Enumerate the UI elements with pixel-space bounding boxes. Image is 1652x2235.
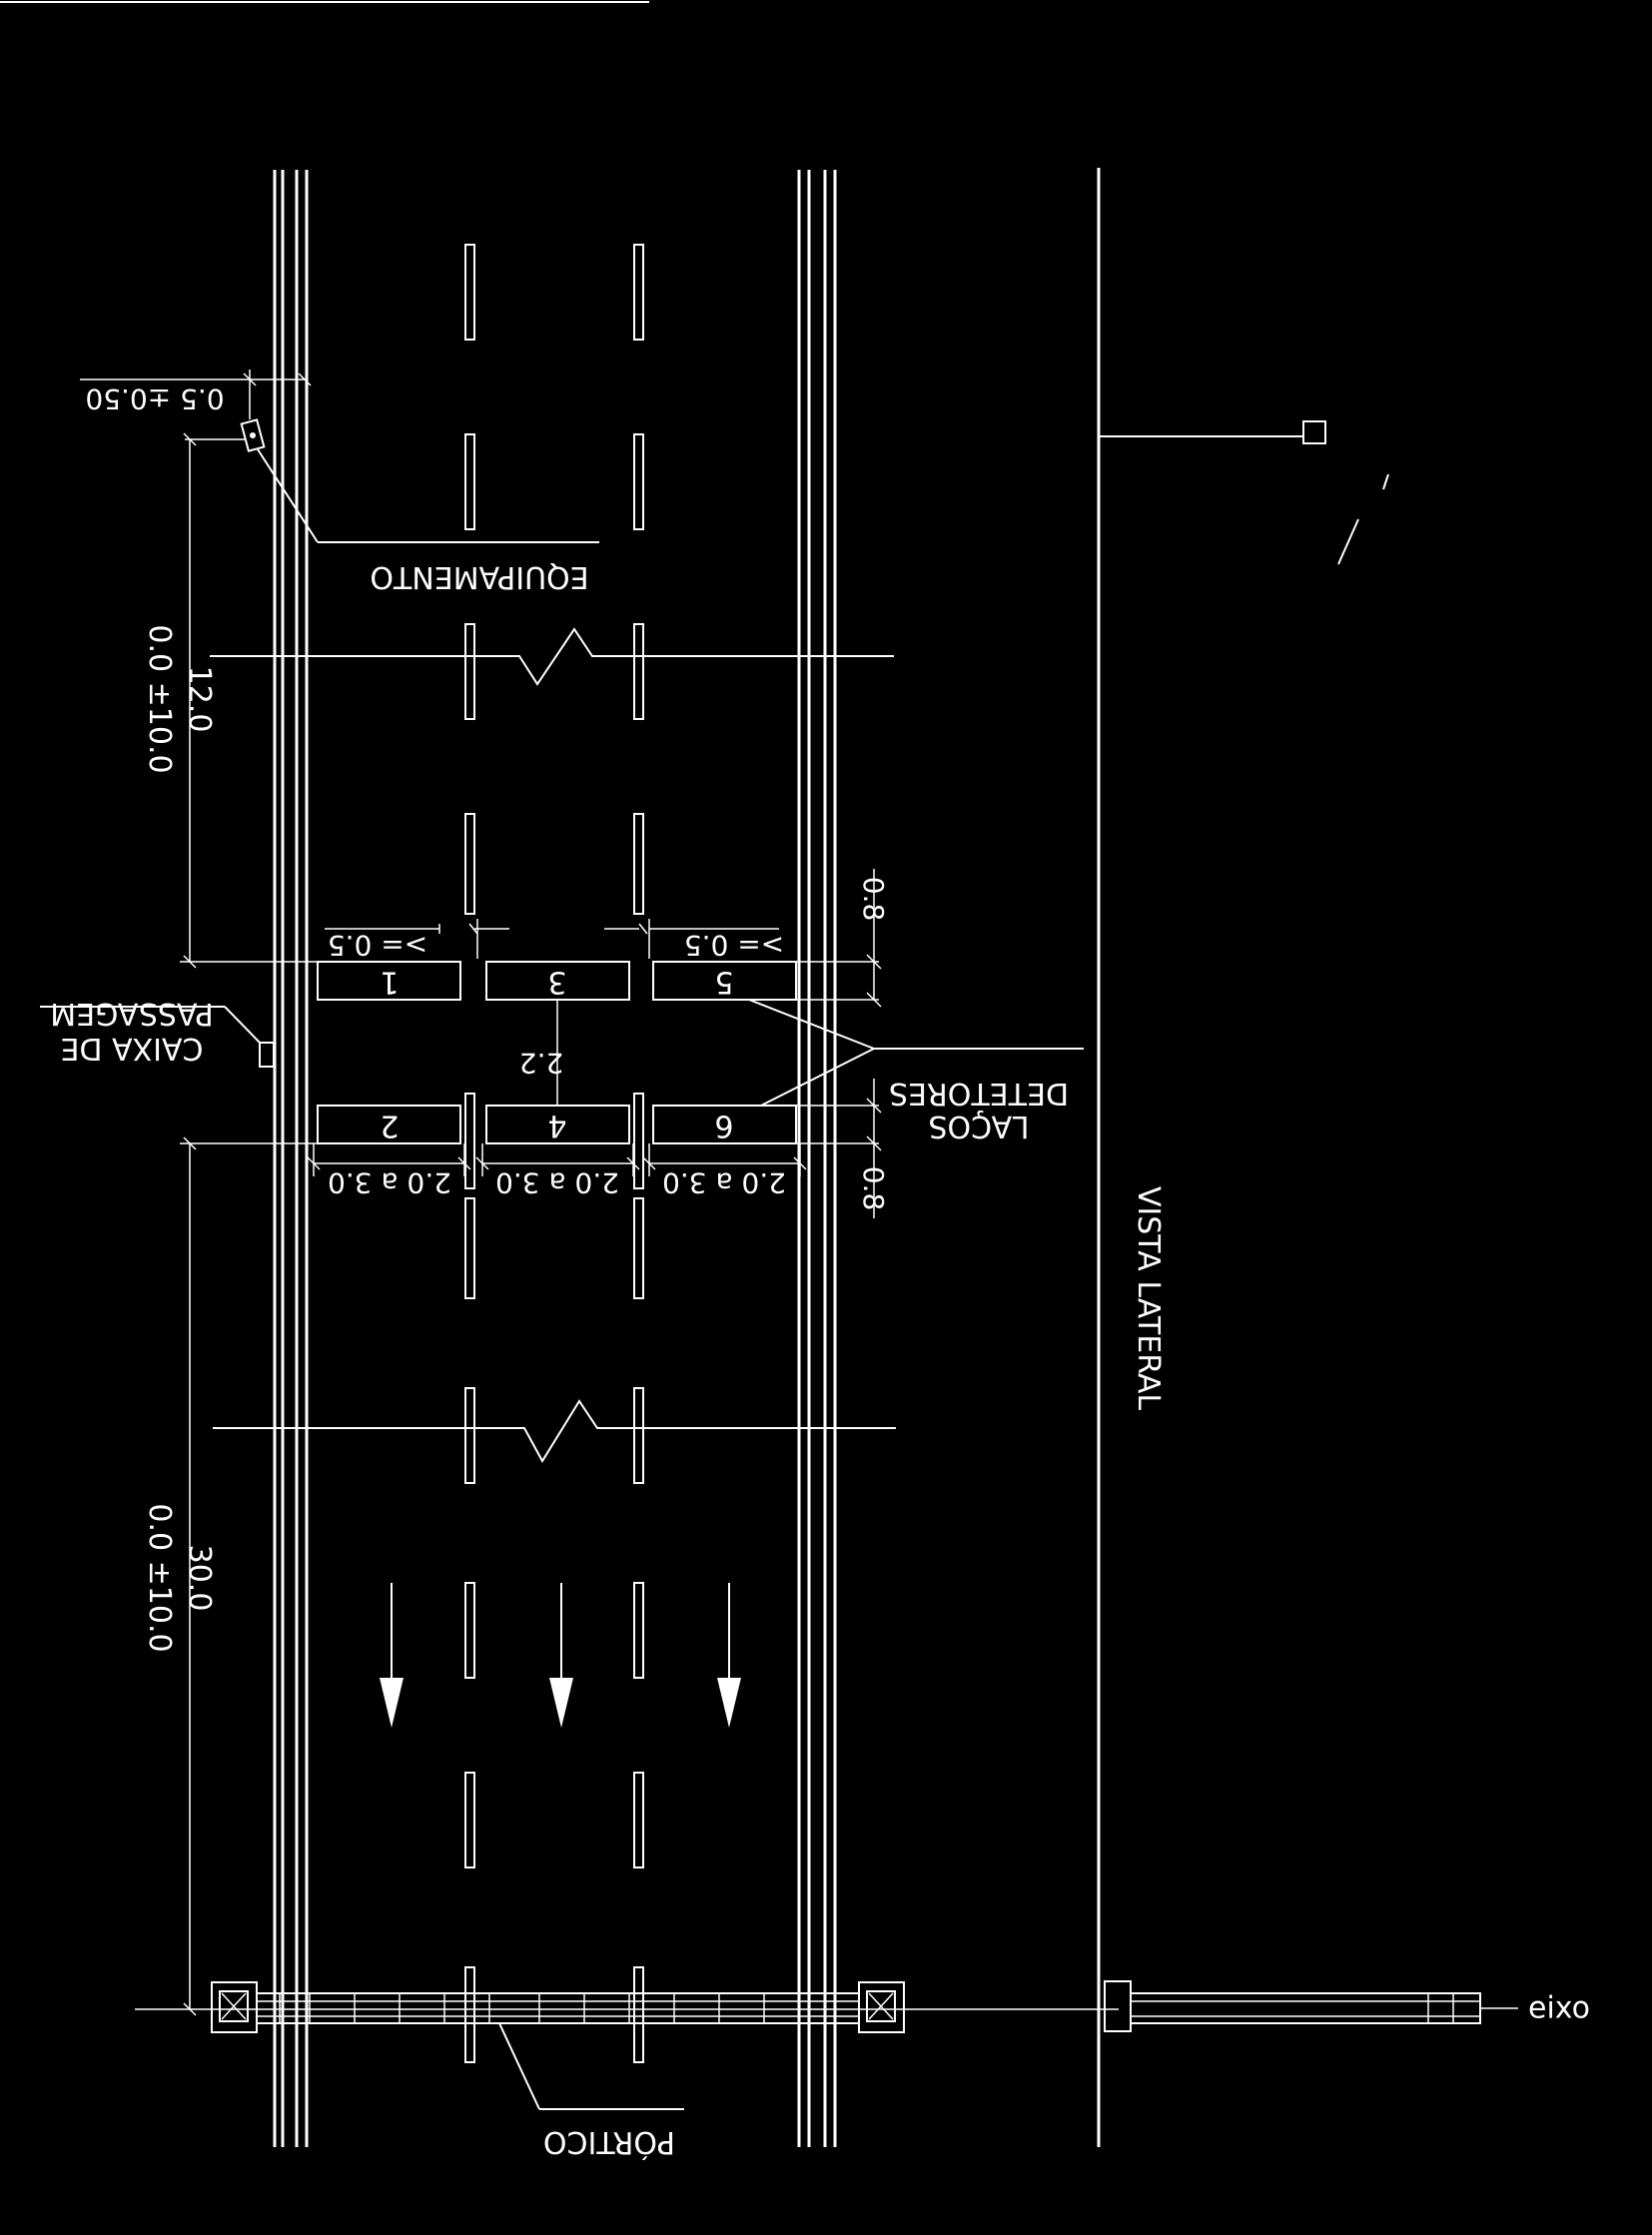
- dim-min-gap: >= 0.5 >= 0.5: [325, 919, 784, 962]
- lateral-view: eixo VISTA LATERAL: [1097, 168, 1590, 2147]
- stray-marks: [1337, 473, 1389, 565]
- dim-clearance-bottom-label: 0.8: [857, 1166, 890, 1211]
- loop-number-6: 6: [714, 1109, 733, 1143]
- lateral-view-label: VISTA LATERAL: [1131, 1186, 1166, 1410]
- loop-5: [652, 961, 797, 1001]
- dim-min-gap-right-label: >= 0.5: [684, 929, 784, 962]
- loop-2: [317, 1105, 461, 1144]
- break-line-upper: [210, 627, 894, 686]
- loop-number-2: 2: [380, 1109, 399, 1143]
- equipment: EQUIPAMENTO: [240, 418, 599, 594]
- dim-gantry-distance-total-label: 30.0: [182, 1545, 217, 1612]
- dim-clearance-top-label: 0.8: [857, 877, 890, 922]
- gantry-post-left-icon: [219, 1990, 249, 2022]
- junction-box: PASSAGEM CAIXA DE: [40, 996, 275, 1068]
- dim-equipment-distance: 0.0 ±10.0 12.0: [142, 432, 245, 969]
- dim-equipment-distance-label: 0.0 ±10.0: [142, 624, 177, 773]
- equipment-icon: [240, 418, 266, 452]
- junction-box-icon: [259, 1042, 275, 1068]
- detector-loops: [317, 961, 797, 1144]
- loop-numbers: 1 2 3 4 5 6: [380, 965, 733, 1143]
- dim-loop-spacing-label: 2.2: [519, 1047, 564, 1080]
- arrow-down-icon: [717, 1678, 741, 1728]
- loop-number-5: 5: [714, 965, 733, 1000]
- dim-clearance-bottom: 0.8: [857, 1079, 890, 1218]
- equipment-label: EQUIPAMENTO: [370, 559, 588, 594]
- gantry-post-right-icon: [866, 1990, 896, 2022]
- lane-dashes: [464, 244, 644, 2063]
- road-edge-right: [797, 170, 837, 2147]
- detectors-callout: DETETORES LAÇOS: [748, 999, 1084, 1143]
- arrow-down-icon: [380, 1678, 404, 1728]
- dim-gantry-distance: 0.0 ±10.0 30.0: [142, 1136, 217, 2016]
- lateral-equipment-icon: [1302, 420, 1326, 444]
- gantry-beam: [256, 1992, 860, 2024]
- arrow-down-icon: [549, 1678, 573, 1728]
- traffic-arrows: [380, 1583, 741, 1728]
- loop-number-3: 3: [547, 965, 566, 1000]
- dim-loop-lengths: 2.0 a 3.0 2.0 a 3.0 2.0 a 3.0: [307, 1143, 807, 1199]
- break-line-lower: [213, 1399, 896, 1463]
- dim-equipment-offset: 0.5 ±0.50: [80, 370, 312, 419]
- loop-reference-lines: [180, 961, 879, 1144]
- loop-number-4: 4: [547, 1109, 566, 1143]
- dim-loop-length-1-label: 2.0 a 3.0: [328, 1166, 451, 1199]
- road-edge-left: [273, 170, 309, 2147]
- loop-number-1: 1: [380, 965, 399, 1000]
- detectors-label: DETETORES: [889, 1076, 1069, 1111]
- dim-loop-length-2-label: 2.0 a 3.0: [495, 1166, 619, 1199]
- loop-6: [652, 1105, 797, 1144]
- loops-label: LAÇOS: [928, 1109, 1029, 1143]
- gantry-label: PÓRTICO: [543, 2124, 675, 2161]
- dim-min-gap-left-label: >= 0.5: [328, 929, 427, 962]
- junction-box-label-line2: PASSAGEM: [50, 996, 213, 1031]
- dim-loop-spacing: 2.2: [519, 999, 564, 1107]
- junction-box-label-line1: CAIXA DE: [61, 1031, 204, 1066]
- gantry: PÓRTICO: [135, 1981, 1119, 2161]
- dim-loop-length-3-label: 2.0 a 3.0: [662, 1166, 786, 1199]
- axis-label: eixo: [1528, 1991, 1590, 2026]
- dim-clearance-top: 0.8: [857, 869, 890, 1008]
- loop-1: [317, 961, 461, 1001]
- dim-equipment-offset-label: 0.5 ±0.50: [85, 382, 224, 415]
- dim-equipment-distance-total-label: 12.0: [182, 666, 217, 733]
- dim-gantry-distance-label: 0.0 ±10.0: [142, 1503, 177, 1652]
